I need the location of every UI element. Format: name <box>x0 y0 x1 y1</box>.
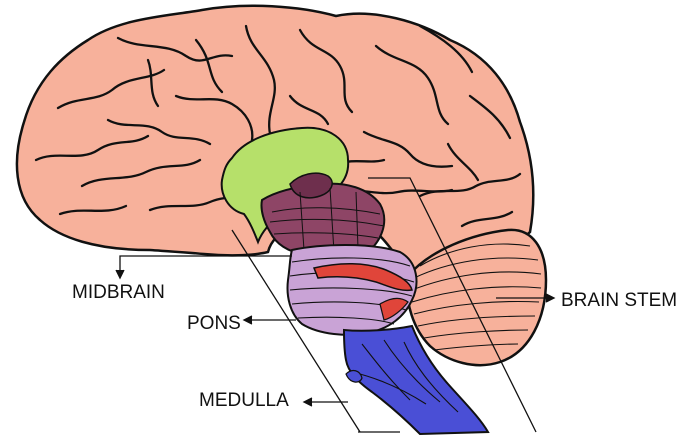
midbrain-arrowhead <box>115 269 125 280</box>
medulla-label: MEDULLA <box>199 390 289 411</box>
brain-stem-label: BRAIN STEM <box>561 290 678 311</box>
pons-label: PONS <box>187 313 241 334</box>
midbrain-inner <box>289 172 333 199</box>
cerebellum-folia <box>411 243 542 351</box>
cerebellum <box>405 228 548 367</box>
midbrain-striations <box>269 187 385 253</box>
brainstem-bracket-left <box>231 229 361 433</box>
brainstem-arrowhead <box>545 293 556 303</box>
label-connectors <box>115 177 556 433</box>
basilar-artery <box>312 262 413 292</box>
pons-arrowhead <box>242 315 253 325</box>
midbrain-leader <box>119 255 292 276</box>
brainstem-bracket-right <box>368 177 537 433</box>
cranial-nerve-stub <box>345 369 363 383</box>
medulla-arrowhead <box>302 397 313 407</box>
artery-branch <box>379 297 409 321</box>
midbrain-label: MIDBRAIN <box>72 282 165 303</box>
